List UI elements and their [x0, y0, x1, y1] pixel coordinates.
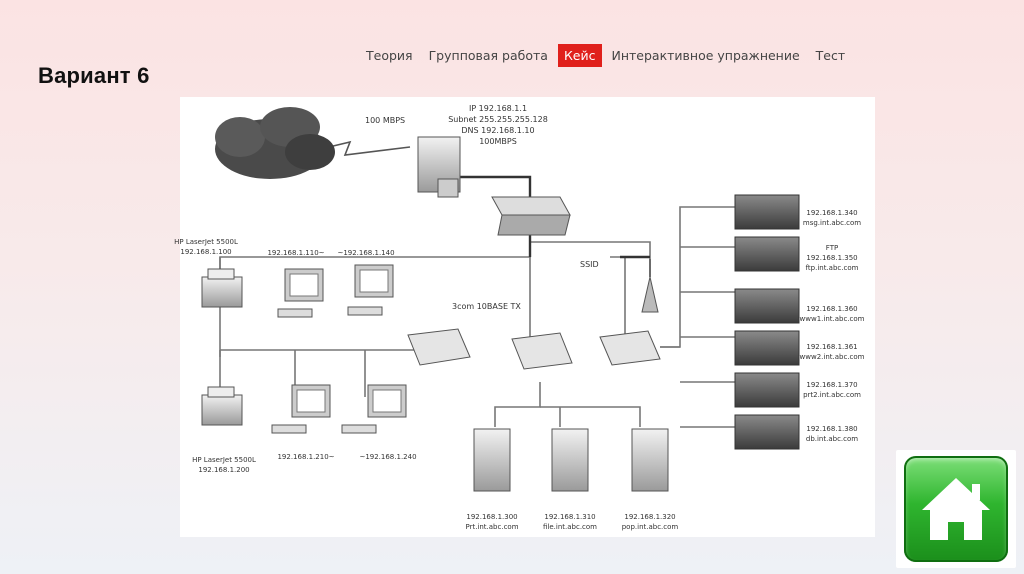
- pc-top-2-ip: ~192.168.1.140: [337, 249, 394, 257]
- rack-5-host: prt2.int.abc.com: [803, 391, 861, 399]
- rack-2-ip: 192.168.1.350: [806, 254, 857, 262]
- server-speed-label: 100MBPS: [479, 137, 517, 146]
- switch-center-icon: [511, 332, 573, 370]
- nav-group-work[interactable]: Групповая работа: [428, 48, 548, 63]
- tower-2-host: file.int.abc.com: [543, 523, 597, 531]
- pc-bottom-1-ip: 192.168.1.210~: [277, 453, 334, 461]
- nav-test[interactable]: Тест: [815, 48, 846, 63]
- home-button[interactable]: [896, 450, 1016, 568]
- rack-server-5-icon: [734, 372, 800, 408]
- link-speed-label: 100 MBPS: [365, 116, 405, 125]
- network-diagram: 100 MBPS IP 192.168.1.1 Subnet 255.255.2…: [174, 97, 875, 537]
- rack-1-host: msg.int.abc.com: [803, 219, 861, 227]
- pc-top-2-icon: [347, 264, 394, 316]
- rack-server-1-icon: [734, 194, 800, 230]
- rack-6-ip: 192.168.1.380: [806, 425, 857, 433]
- nav-case[interactable]: Кейс: [557, 44, 602, 67]
- pc-top-1-icon: [277, 268, 324, 318]
- rack-2-service: FTP: [826, 244, 838, 252]
- rack-3-host: www1.int.abc.com: [800, 315, 865, 323]
- tower-2-ip: 192.168.1.310: [544, 513, 595, 521]
- printer-bottom-model: HP LaserJet 5500L: [192, 456, 256, 464]
- switch-left-icon: [407, 328, 471, 366]
- rack-server-6-icon: [734, 414, 800, 450]
- nav-theory[interactable]: Теория: [366, 48, 413, 63]
- rack-server-3-icon: [734, 288, 800, 324]
- rack-1-ip: 192.168.1.340: [806, 209, 857, 217]
- server-subnet-label: Subnet 255.255.255.128: [448, 115, 548, 124]
- pc-bottom-2-icon: [341, 384, 407, 434]
- printer-bottom-ip: 192.168.1.200: [198, 466, 249, 474]
- network-diagram-svg: 100 MBPS IP 192.168.1.1 Subnet 255.255.2…: [174, 104, 865, 531]
- nav-interactive-exercise[interactable]: Интерактивное упражнение: [611, 48, 800, 63]
- gateway-server-icon: [417, 136, 461, 198]
- printer-top-ip: 192.168.1.100: [180, 248, 231, 256]
- pc-top-1-ip: 192.168.1.110~: [267, 249, 324, 257]
- tower-server-2-icon: [551, 428, 589, 492]
- rack-3-ip: 192.168.1.360: [806, 305, 857, 313]
- tower-3-ip: 192.168.1.320: [624, 513, 675, 521]
- printer-bottom-icon: [201, 386, 243, 426]
- pc-bottom-1-icon: [271, 384, 331, 434]
- hub-label: 3com 10BASE TX: [452, 302, 521, 311]
- home-button-face[interactable]: [904, 456, 1008, 562]
- ssid-label: SSID: [580, 260, 599, 269]
- top-nav: Теория Групповая работа Кейс Интерактивн…: [360, 44, 855, 67]
- rack-4-ip: 192.168.1.361: [806, 343, 857, 351]
- rack-server-4-icon: [734, 330, 800, 366]
- switch-right-icon: [599, 330, 661, 366]
- router-icon: [491, 196, 571, 236]
- pc-bottom-2-ip: ~192.168.1.240: [359, 453, 416, 461]
- tower-server-3-icon: [631, 428, 669, 492]
- slide-title: Вариант 6: [38, 63, 150, 88]
- wireless-ap-icon: [641, 259, 659, 313]
- tower-3-host: pop.int.abc.com: [622, 523, 679, 531]
- rack-2-host: ftp.int.abc.com: [806, 264, 859, 272]
- rack-4-host: www2.int.abc.com: [800, 353, 865, 361]
- tower-1-ip: 192.168.1.300: [466, 513, 517, 521]
- printer-top-model: HP LaserJet 5500L: [174, 238, 238, 246]
- tower-1-host: Prt.int.abc.com: [465, 523, 518, 531]
- rack-5-ip: 192.168.1.370: [806, 381, 857, 389]
- rack-6-host: db.int.abc.com: [806, 435, 858, 443]
- rack-server-2-icon: [734, 236, 800, 272]
- printer-top-icon: [201, 268, 243, 308]
- cloud-icon: [215, 107, 335, 179]
- server-ip-label: IP 192.168.1.1: [469, 104, 527, 113]
- home-icon: [922, 478, 990, 540]
- server-dns-label: DNS 192.168.1.10: [461, 126, 534, 135]
- tower-server-1-icon: [473, 428, 511, 492]
